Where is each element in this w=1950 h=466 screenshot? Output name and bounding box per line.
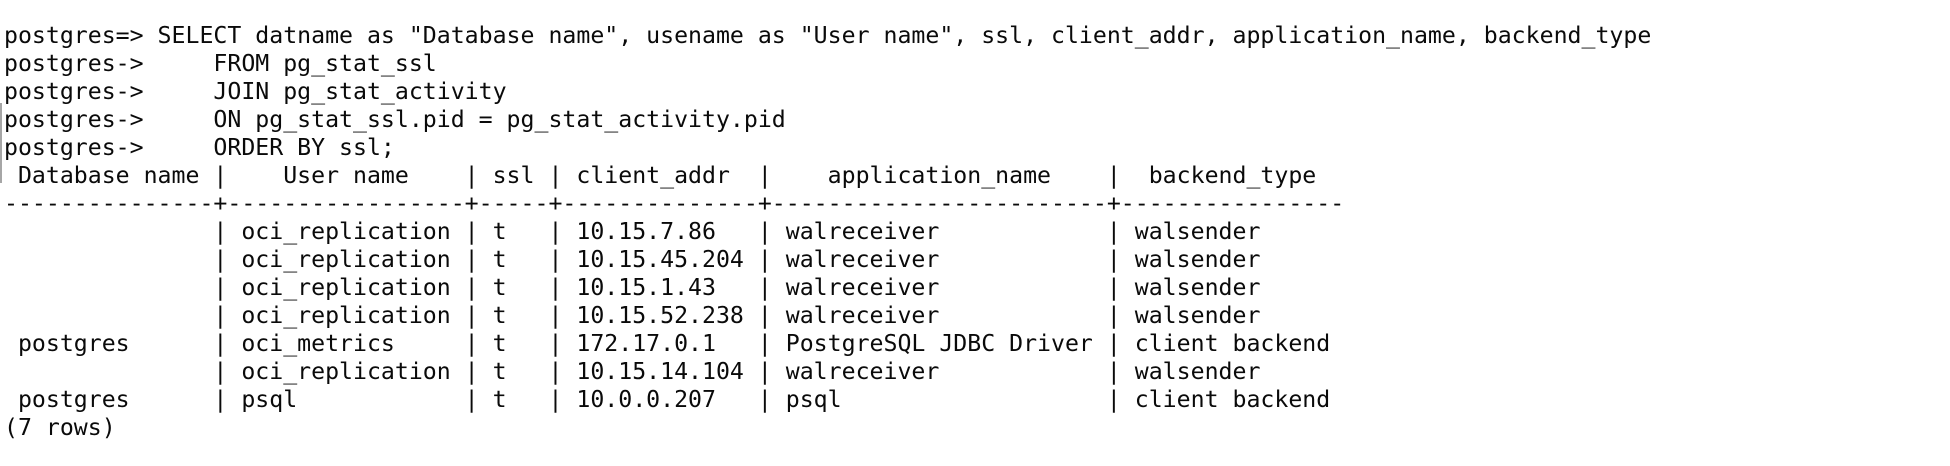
table-row: | oci_replication | t | 10.15.7.86 | wal… [4, 218, 1261, 245]
table-row: | oci_replication | t | 10.15.1.43 | wal… [4, 274, 1261, 301]
query-result-table: Database name | User name | ssl | client… [4, 162, 1950, 442]
left-edge-cursor-artifact [0, 103, 2, 183]
query-line: postgres-> ORDER BY ssl; [4, 134, 395, 161]
table-row: postgres | psql | t | 10.0.0.207 | psql … [4, 386, 1331, 413]
table-row: postgres | oci_metrics | t | 172.17.0.1 … [4, 330, 1331, 357]
query-line: postgres=> SELECT datname as "Database n… [4, 22, 1652, 49]
table-row: | oci_replication | t | 10.15.45.204 | w… [4, 246, 1261, 273]
query-line: postgres-> FROM pg_stat_ssl [4, 50, 437, 77]
query-line: postgres-> JOIN pg_stat_activity [4, 78, 507, 105]
table-row: | oci_replication | t | 10.15.14.104 | w… [4, 358, 1261, 385]
query-line: postgres-> ON pg_stat_ssl.pid = pg_stat_… [4, 106, 786, 133]
table-row: | oci_replication | t | 10.15.52.238 | w… [4, 302, 1261, 329]
table-footer: (7 rows) [4, 414, 116, 441]
table-separator-line: ---------------+-----------------+-----+… [4, 190, 1345, 217]
table-header-line: Database name | User name | ssl | client… [4, 162, 1317, 189]
